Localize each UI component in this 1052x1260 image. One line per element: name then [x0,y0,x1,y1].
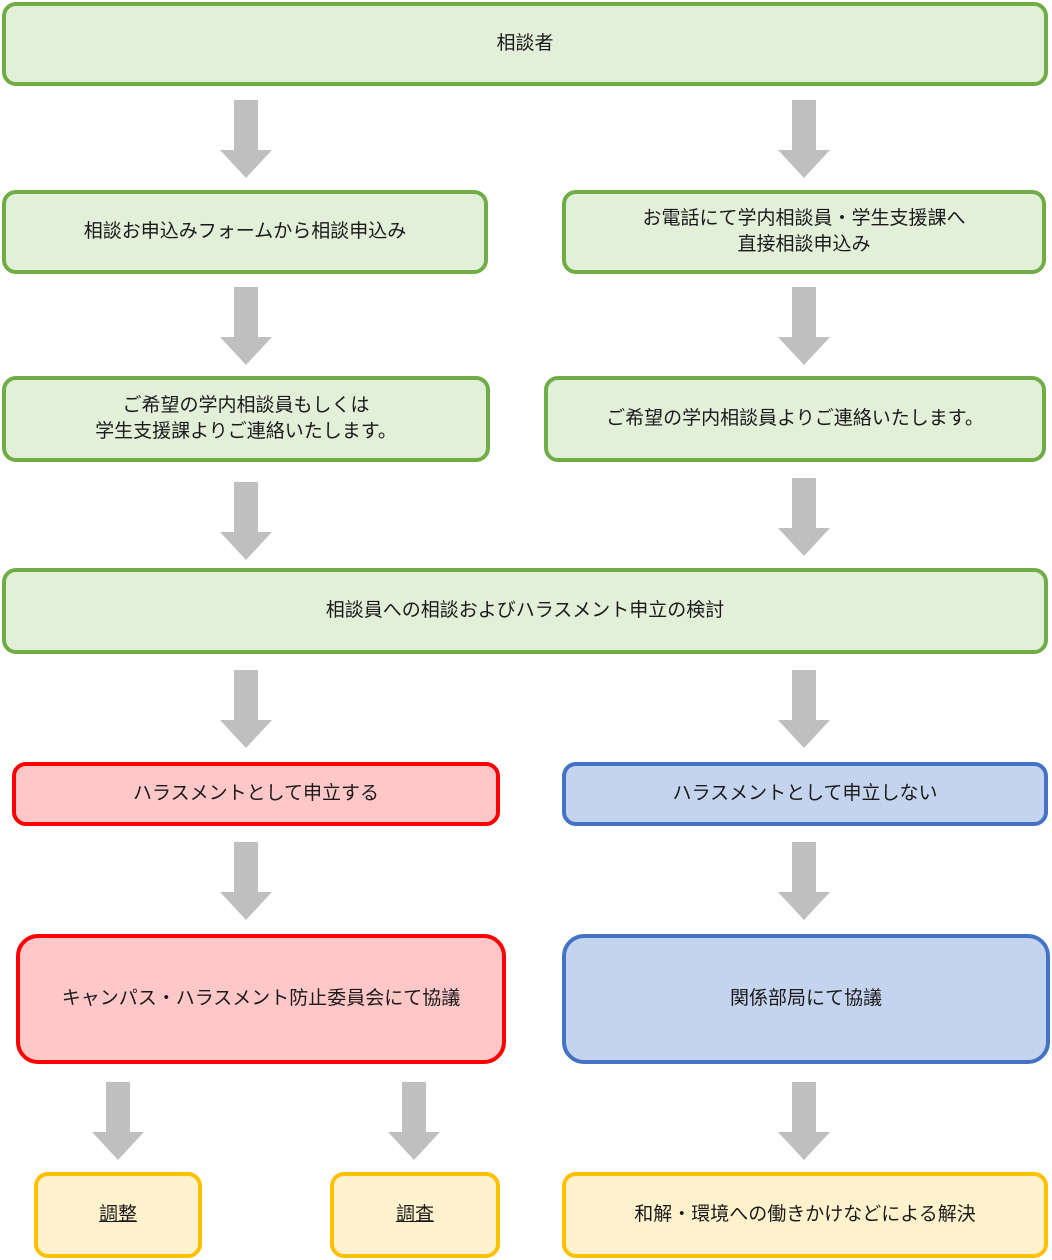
down-arrow-icon [778,1082,830,1160]
form-apply-box: 相談お申込みフォームから相談申込み [2,190,488,274]
file-complaint-box: ハラスメントとして申立する [12,762,500,826]
down-arrow-icon [778,670,830,748]
down-arrow-icon [778,100,830,178]
contact-left-line2: 学生支援課よりご連絡いたします。 [95,420,397,442]
down-arrow-icon [778,287,830,365]
down-arrow-icon [220,482,272,560]
department-box: 関係部局にて協議 [562,934,1050,1064]
phone-apply-line2: 直接相談申込み [737,233,871,255]
down-arrow-icon [220,670,272,748]
investigation-box[interactable]: 調査 [330,1172,500,1258]
contact-right-label: ご希望の学内相談員よりご連絡いたします。 [606,407,984,430]
consult-review-label: 相談員への相談およびハラスメント申立の検討 [325,599,725,622]
down-arrow-icon [778,478,830,556]
no-complaint-box: ハラスメントとして申立しない [562,762,1048,826]
down-arrow-icon [92,1082,144,1160]
mediation-box[interactable]: 調整 [34,1172,202,1258]
investigation-link[interactable]: 調査 [395,1203,434,1226]
resolution-box: 和解・環境への働きかけなどによる解決 [562,1172,1048,1258]
committee-label: キャンパス・ハラスメント防止委員会にて協議 [61,987,461,1010]
committee-box: キャンパス・ハラスメント防止委員会にて協議 [16,934,506,1064]
mediation-link[interactable]: 調整 [98,1203,137,1226]
down-arrow-icon [220,842,272,920]
phone-apply-line1: お電話にて学内相談員・学生支援課へ [642,207,966,230]
file-complaint-label: ハラスメントとして申立する [132,782,380,805]
contact-left-box: ご希望の学内相談員もしくは 学生支援課よりご連絡いたします。 [2,376,490,462]
down-arrow-icon [388,1082,440,1160]
department-label: 関係部局にて協議 [729,987,882,1010]
down-arrow-icon [220,100,272,178]
resolution-label: 和解・環境への働きかけなどによる解決 [634,1203,976,1226]
contact-left-line1: ご希望の学内相談員もしくは [122,394,370,417]
down-arrow-icon [778,842,830,920]
down-arrow-icon [220,287,272,365]
form-apply-label: 相談お申込みフォームから相談申込み [83,220,407,243]
phone-apply-box: お電話にて学内相談員・学生支援課へ 直接相談申込み [562,190,1046,274]
consult-review-box: 相談員への相談およびハラスメント申立の検討 [2,568,1048,654]
contact-right-box: ご希望の学内相談員よりご連絡いたします。 [544,376,1046,462]
no-complaint-label: ハラスメントとして申立しない [672,782,938,805]
consultant-box: 相談者 [2,2,1048,86]
consultant-label: 相談者 [496,32,554,55]
